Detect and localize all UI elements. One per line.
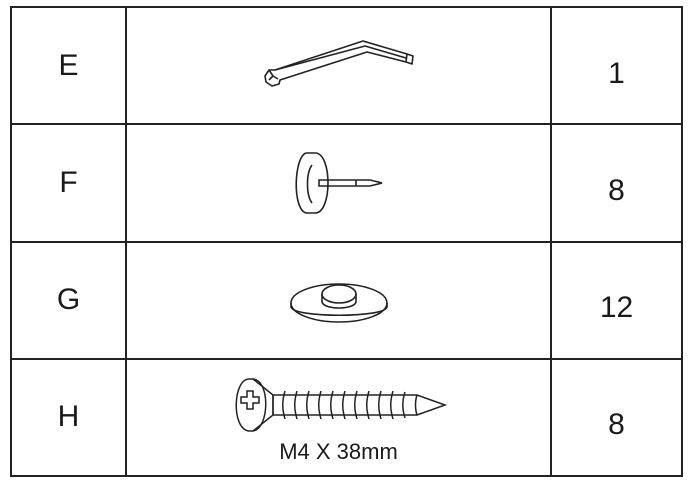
part-picture-cell (125, 5, 552, 126)
part-quantity-cell: 8 (550, 357, 683, 478)
part-quantity-cell: 12 (550, 240, 683, 360)
parts-table: E 1 F (10, 5, 683, 478)
part-letter: E (58, 48, 79, 82)
part-row-g: G 12 (10, 240, 683, 360)
part-picture-cell: M4 X 38mm (125, 357, 552, 478)
part-row-f: F 8 (10, 123, 683, 243)
part-quantity: 8 (608, 173, 625, 207)
part-row-h: H M4 X 38mm 8 (10, 357, 683, 478)
part-letter-cell: G (10, 240, 127, 360)
part-letter-cell: E (10, 5, 127, 126)
hex-key-icon (263, 39, 414, 87)
part-picture-cell (125, 123, 552, 243)
part-quantity-cell: 1 (550, 5, 683, 126)
felt-pad-nail-icon (294, 152, 382, 214)
part-letter: H (57, 400, 80, 434)
part-quantity: 8 (608, 408, 625, 442)
part-row-e: E 1 (10, 5, 683, 126)
part-quantity-cell: 8 (550, 123, 683, 243)
washer-pad-icon (289, 283, 388, 323)
part-letter: F (59, 165, 78, 199)
part-letter-cell: H (10, 357, 127, 478)
part-letter-cell: F (10, 123, 127, 243)
part-letter: G (56, 283, 81, 317)
phillips-screw-icon (235, 378, 447, 433)
screw-size-label: M4 X 38mm (279, 439, 398, 465)
part-picture-cell (125, 240, 552, 360)
part-quantity: 1 (608, 56, 625, 90)
part-quantity: 12 (599, 291, 634, 325)
